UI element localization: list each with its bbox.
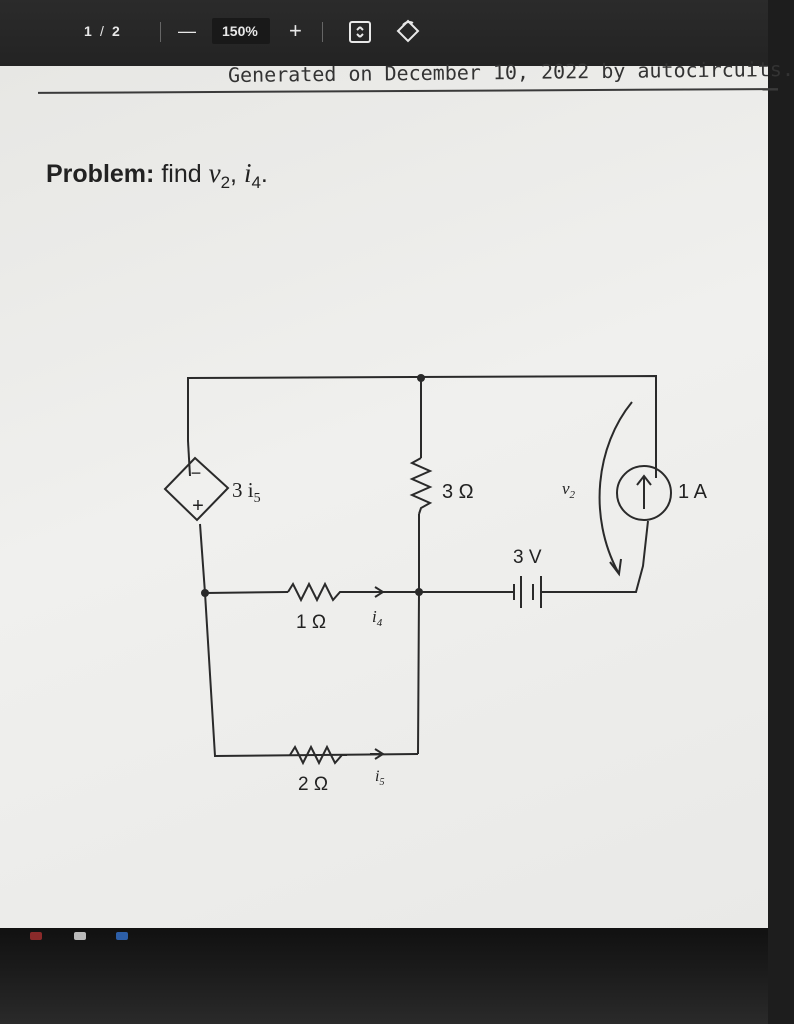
page-current[interactable]: 1 [84,23,92,39]
v2-label-main: v [562,479,570,498]
var-i: i [243,158,252,188]
current-source-label: 1 A [678,481,708,503]
wire-bat-right [541,520,649,593]
problem-statement: Problem: find v2, i4. [46,158,268,193]
i4-label-sub: 4 [377,617,383,629]
i4-label: i4 [372,607,383,629]
rotate-icon[interactable] [394,17,422,45]
wire-r1-left [204,591,289,594]
res-2-label: 2 Ω [298,774,328,795]
zoom-level: 150% [222,23,258,39]
dependent-voltage-source: − + [163,456,230,522]
var-v-sub: 2 [220,173,231,192]
dep-plus: + [192,495,204,517]
current-source [616,465,672,521]
current-source-arrow [636,474,652,509]
i4-label-main: i [372,607,377,626]
taskbar-icon-white [74,932,86,940]
i5-label-main: i [375,768,379,785]
v2-arrowhead [609,558,622,577]
taskbar-icon-blue [116,932,128,940]
circuit-diagram: − + 3 i5 3 Ω 1 Ω i4 2 Ω i5 3 V v2 [163,374,708,795]
wire-left-lower [199,523,419,758]
v2-arrow [598,401,633,573]
dep-source-label-sub: 5 [254,491,261,506]
node-left [201,589,209,597]
pdf-toolbar: 1 / 2 — 150% + [0,0,768,66]
dep-minus: − [191,463,202,483]
monitor-bezel [0,928,768,1024]
problem-label: Problem: [46,160,155,188]
wires [187,374,657,758]
wire-mid-lower [417,514,420,755]
page-separator: / [100,23,104,39]
fit-page-icon[interactable] [348,20,374,44]
battery-3v [513,576,542,608]
resistor-3ohm [409,457,433,515]
i4-arrow [370,586,385,598]
wire-left-upper [187,440,191,477]
page-total: 2 [112,23,120,39]
node-top [417,374,425,382]
problem-text: find [161,160,202,188]
pdf-page: Generated on December 10, 2022 by autoci… [0,57,794,928]
var-v: v [208,158,221,188]
node-mid [415,588,423,596]
v2-label: v2 [562,479,576,501]
i5-label-sub: 5 [379,777,384,788]
dep-source-label: 3 i5 [232,478,261,506]
toolbar-divider [322,22,323,42]
zoom-in-button[interactable]: + [289,18,302,43]
zoom-level-field[interactable] [212,18,270,44]
resistor-1ohm [287,581,345,603]
i5-arrow [370,748,385,760]
comma: , [230,160,237,188]
taskbar-icon-red [30,932,42,940]
v2-label-sub: 2 [570,489,576,501]
i5-label: i5 [375,768,384,788]
toolbar-divider [160,22,161,42]
resistor-2ohm [289,744,347,766]
res-top-label: 3 Ω [442,481,474,503]
var-i-sub: 4 [251,173,261,192]
battery-label: 3 V [513,547,542,568]
period: . [260,160,268,188]
zoom-out-button[interactable]: — [178,21,196,41]
res-1-label: 1 Ω [296,612,326,633]
dep-source-label-main: 3 i [232,478,254,502]
